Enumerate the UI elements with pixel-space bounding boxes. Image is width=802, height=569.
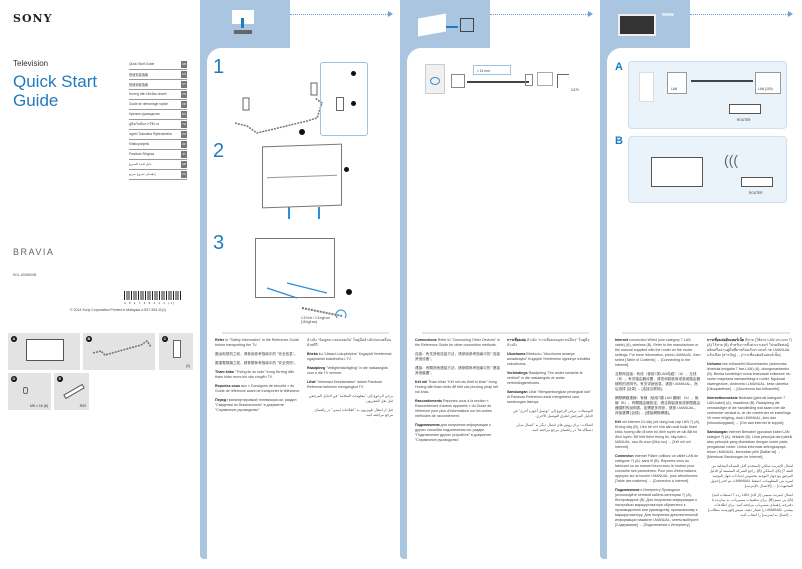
screw-illustration (266, 282, 352, 318)
dotted-arrow (690, 11, 793, 17)
callout-a (344, 167, 349, 172)
bravia-logo: BRAVIA (13, 247, 55, 257)
connection-notes-left: Connections Refer to "Connecting Other D… (415, 338, 500, 442)
step-number: 3 (213, 232, 225, 254)
connections-panel: < 14 mm CATV Connections Refer to "Conne… (400, 0, 601, 569)
option-a-label: A (615, 61, 623, 73)
torque-note: 1.5 N·m / 1.5 kgf·cm {15 kgf·cm} (301, 316, 330, 324)
wireless-connection-box: ((( ROUTER (628, 136, 787, 203)
detail-callout (320, 62, 368, 136)
tv-icon (26, 339, 64, 361)
house-antenna-icon (460, 18, 474, 32)
router-icon (741, 177, 773, 187)
dotted-arrow (290, 11, 393, 17)
barcode-number: 4 5 1 7 3 9 3 1 1 (1) (124, 301, 176, 305)
sony-logo: SONY (13, 12, 53, 25)
part-screws: D M5 × 16 (8) (8, 373, 51, 410)
screw-icon (23, 387, 28, 394)
internet-notes-right: การเชื่อมต่ออินเทอร์เน็ต มีสาย (ใช้สาย L… (707, 338, 793, 517)
transport-notes-right: อ้างอิง "ข้อมูลความปลอดภัย" ในคู่มืออ้าง… (307, 338, 393, 417)
router-lan-port-icon: LAN (100) (755, 72, 781, 94)
cable-size-note: < 14 mm (473, 65, 511, 75)
arrow-left-icon (446, 26, 458, 28)
part-remote: E R03 (54, 373, 89, 410)
antenna-port-icon (451, 74, 465, 88)
page-title: Quick Start Guide (13, 72, 98, 110)
product-type: Television (13, 59, 49, 68)
step-number: 2 (213, 140, 225, 162)
www-icon: www (662, 12, 674, 18)
dotted-arrow (490, 11, 593, 17)
part-stand-bar: B (83, 333, 155, 370)
catv-label: CATV (571, 88, 580, 92)
wifi-signal-icon: ((( (724, 152, 738, 168)
copyright: © 2014 Sony Corporation Printed in Malay… (70, 308, 167, 312)
antenna-line (557, 74, 569, 88)
part-tv: A (8, 333, 80, 370)
router-icon (729, 104, 761, 114)
tv-stand-icon (232, 10, 254, 24)
wired-connection-box: LAN LAN (100) ROUTER (628, 61, 787, 129)
internet-panel: www A LAN LAN (100) ROUTER B ((( ROUTER … (600, 0, 802, 569)
stand-assembly-panel: 1 2 3 1.5 N·m / 1.5 kgf·cm {15 kgf·cm} (200, 0, 401, 569)
house-icon (537, 72, 553, 86)
connection-notes-right: การเชื่อมต่อ อ้างอิง "การเชื่อมต่ออุปกรณ… (507, 338, 593, 432)
router-label: ROUTER (737, 118, 751, 122)
step-number: 1 (213, 56, 225, 78)
barcode (124, 291, 182, 300)
tv-back-illustration (262, 143, 342, 209)
remote-icon (63, 383, 85, 400)
step1-illustration (234, 82, 323, 135)
tv-icon (418, 13, 446, 37)
tv-side-illustration (639, 72, 654, 102)
transport-notes-left: Refer to "Safety Information" in the Ref… (215, 338, 300, 412)
wall-outlet-icon (525, 74, 533, 86)
arrow-down-icon (318, 207, 320, 219)
internet-notes-left: Internet connection Wired (use category … (615, 338, 701, 527)
tv-side-illustration (425, 64, 445, 94)
option-b-label: B (615, 135, 623, 147)
tv-icon (651, 157, 703, 187)
arrow-down-icon (241, 18, 244, 28)
model-number: KDL-60W600B (13, 273, 37, 277)
stand-bar-icon (92, 339, 152, 356)
part-bracket: C (2) (159, 333, 193, 370)
router-label: ROUTER (749, 191, 763, 195)
tv-icon (618, 14, 656, 36)
coax-cable (467, 81, 529, 83)
lan-port-icon: LAN (667, 72, 687, 94)
arrow-down-icon (288, 207, 290, 219)
lan-cable (691, 80, 753, 82)
cover-page: SONY Television Quick Start Guide Quick … (0, 0, 200, 569)
bracket-icon (173, 340, 181, 358)
